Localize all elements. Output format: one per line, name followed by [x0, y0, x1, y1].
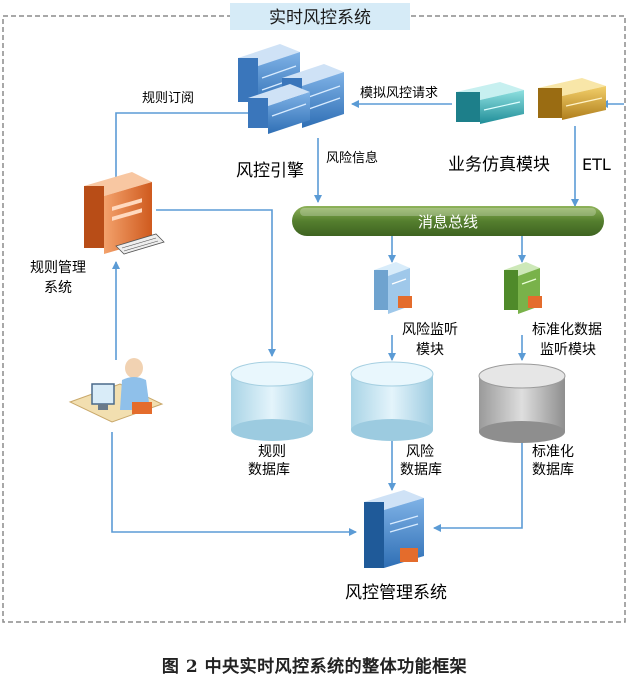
message-bus-label: 消息总线 [418, 213, 478, 231]
std-listener-server-icon [504, 262, 542, 314]
risk-info-label: 风险信息 [326, 150, 378, 166]
rule-management-server-icon [84, 172, 165, 255]
std-database-icon [478, 363, 566, 443]
sim-request-label: 模拟风控请求 [360, 86, 438, 101]
risk-mgmt-label: 风控管理系统 [345, 583, 447, 603]
rule-mgmt-label-1: 规则管理 [30, 260, 86, 276]
arrow-user-mgmt [111, 432, 357, 536]
business-sim-server-icon [456, 82, 524, 124]
risk-management-server-icon [364, 490, 424, 568]
rule-db-label-2: 数据库 [248, 462, 290, 478]
std-listener-label-1: 标准化数据 [532, 322, 602, 338]
risk-engine-label: 风控引擎 [236, 161, 304, 181]
figure-caption: 图 2 中央实时风控系统的整体功能框架 [161, 657, 468, 677]
risk-engine-server-icon [238, 44, 344, 134]
arrow-rule-subscribe [115, 109, 258, 178]
std-db-label-2: 数据库 [532, 462, 574, 478]
std-listener-label-2: 监听模块 [540, 342, 596, 358]
rule-mgmt-label-2: 系统 [44, 280, 72, 296]
rule-database-icon [230, 361, 314, 441]
risk-listener-label-1: 风险监听 [402, 322, 458, 338]
etl-label: ETL [582, 155, 611, 174]
user-workstation-icon [68, 358, 164, 423]
etl-server-icon [538, 78, 606, 120]
risk-listener-label-2: 模块 [416, 342, 444, 358]
risk-db-label-1: 风险 [406, 444, 434, 460]
arrow-rule-db [156, 209, 276, 357]
frame-title-box [230, 3, 410, 30]
risk-listener-server-icon [374, 262, 412, 314]
std-db-label-1: 标准化 [532, 444, 574, 460]
message-bus [292, 206, 604, 236]
risk-db-label-2: 数据库 [400, 462, 442, 478]
system-frame [2, 15, 626, 623]
rule-db-label-1: 规则 [258, 444, 286, 460]
arrow-std-db-mgmt [433, 438, 523, 532]
frame-title: 实时风控系统 [269, 8, 371, 28]
risk-database-icon [350, 361, 434, 441]
rule-subscribe-label: 规则订阅 [142, 91, 194, 106]
business-sim-label: 业务仿真模块 [448, 155, 550, 175]
